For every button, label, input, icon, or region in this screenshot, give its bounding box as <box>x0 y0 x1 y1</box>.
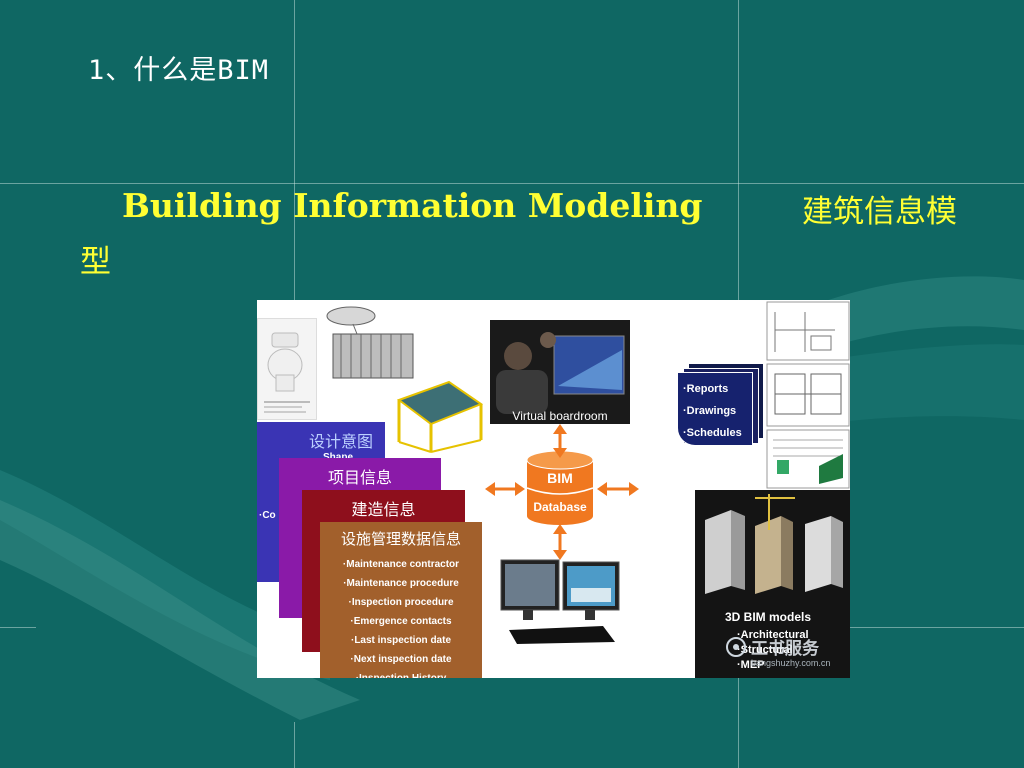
watermark-text: 工书服务 <box>751 634 819 659</box>
buildings-icon <box>695 490 850 600</box>
grid-line-h2 <box>0 627 36 628</box>
grid-line-v3 <box>738 0 739 300</box>
grid-line-h3 <box>850 627 1024 628</box>
subtitle-chinese: 建筑信息模 <box>802 186 957 231</box>
grid-line-v1 <box>294 0 295 300</box>
bim-diagram: Virtual boardroom ·Reports ·Drawings ·Sc… <box>257 300 850 678</box>
grid-line-v2 <box>294 722 295 768</box>
watermark-url: bangshuzhy.com.cn <box>751 658 830 668</box>
subtitle-english: Building Information Modeling <box>122 186 702 225</box>
3d-models-panel: 3D BIM models ·Architectural ·Structural… <box>695 490 850 678</box>
grid-line-h1 <box>0 183 1024 184</box>
subtitle-chinese-wrap: 型 <box>80 236 111 281</box>
workstation-icon <box>499 558 623 646</box>
slide-title: 1、什么是BIM <box>88 48 269 87</box>
watermark: 工书服务 <box>725 634 819 659</box>
grid-line-v4 <box>738 678 739 768</box>
3d-models-title: 3D BIM models <box>725 610 850 624</box>
watermark-logo-icon <box>725 636 747 658</box>
